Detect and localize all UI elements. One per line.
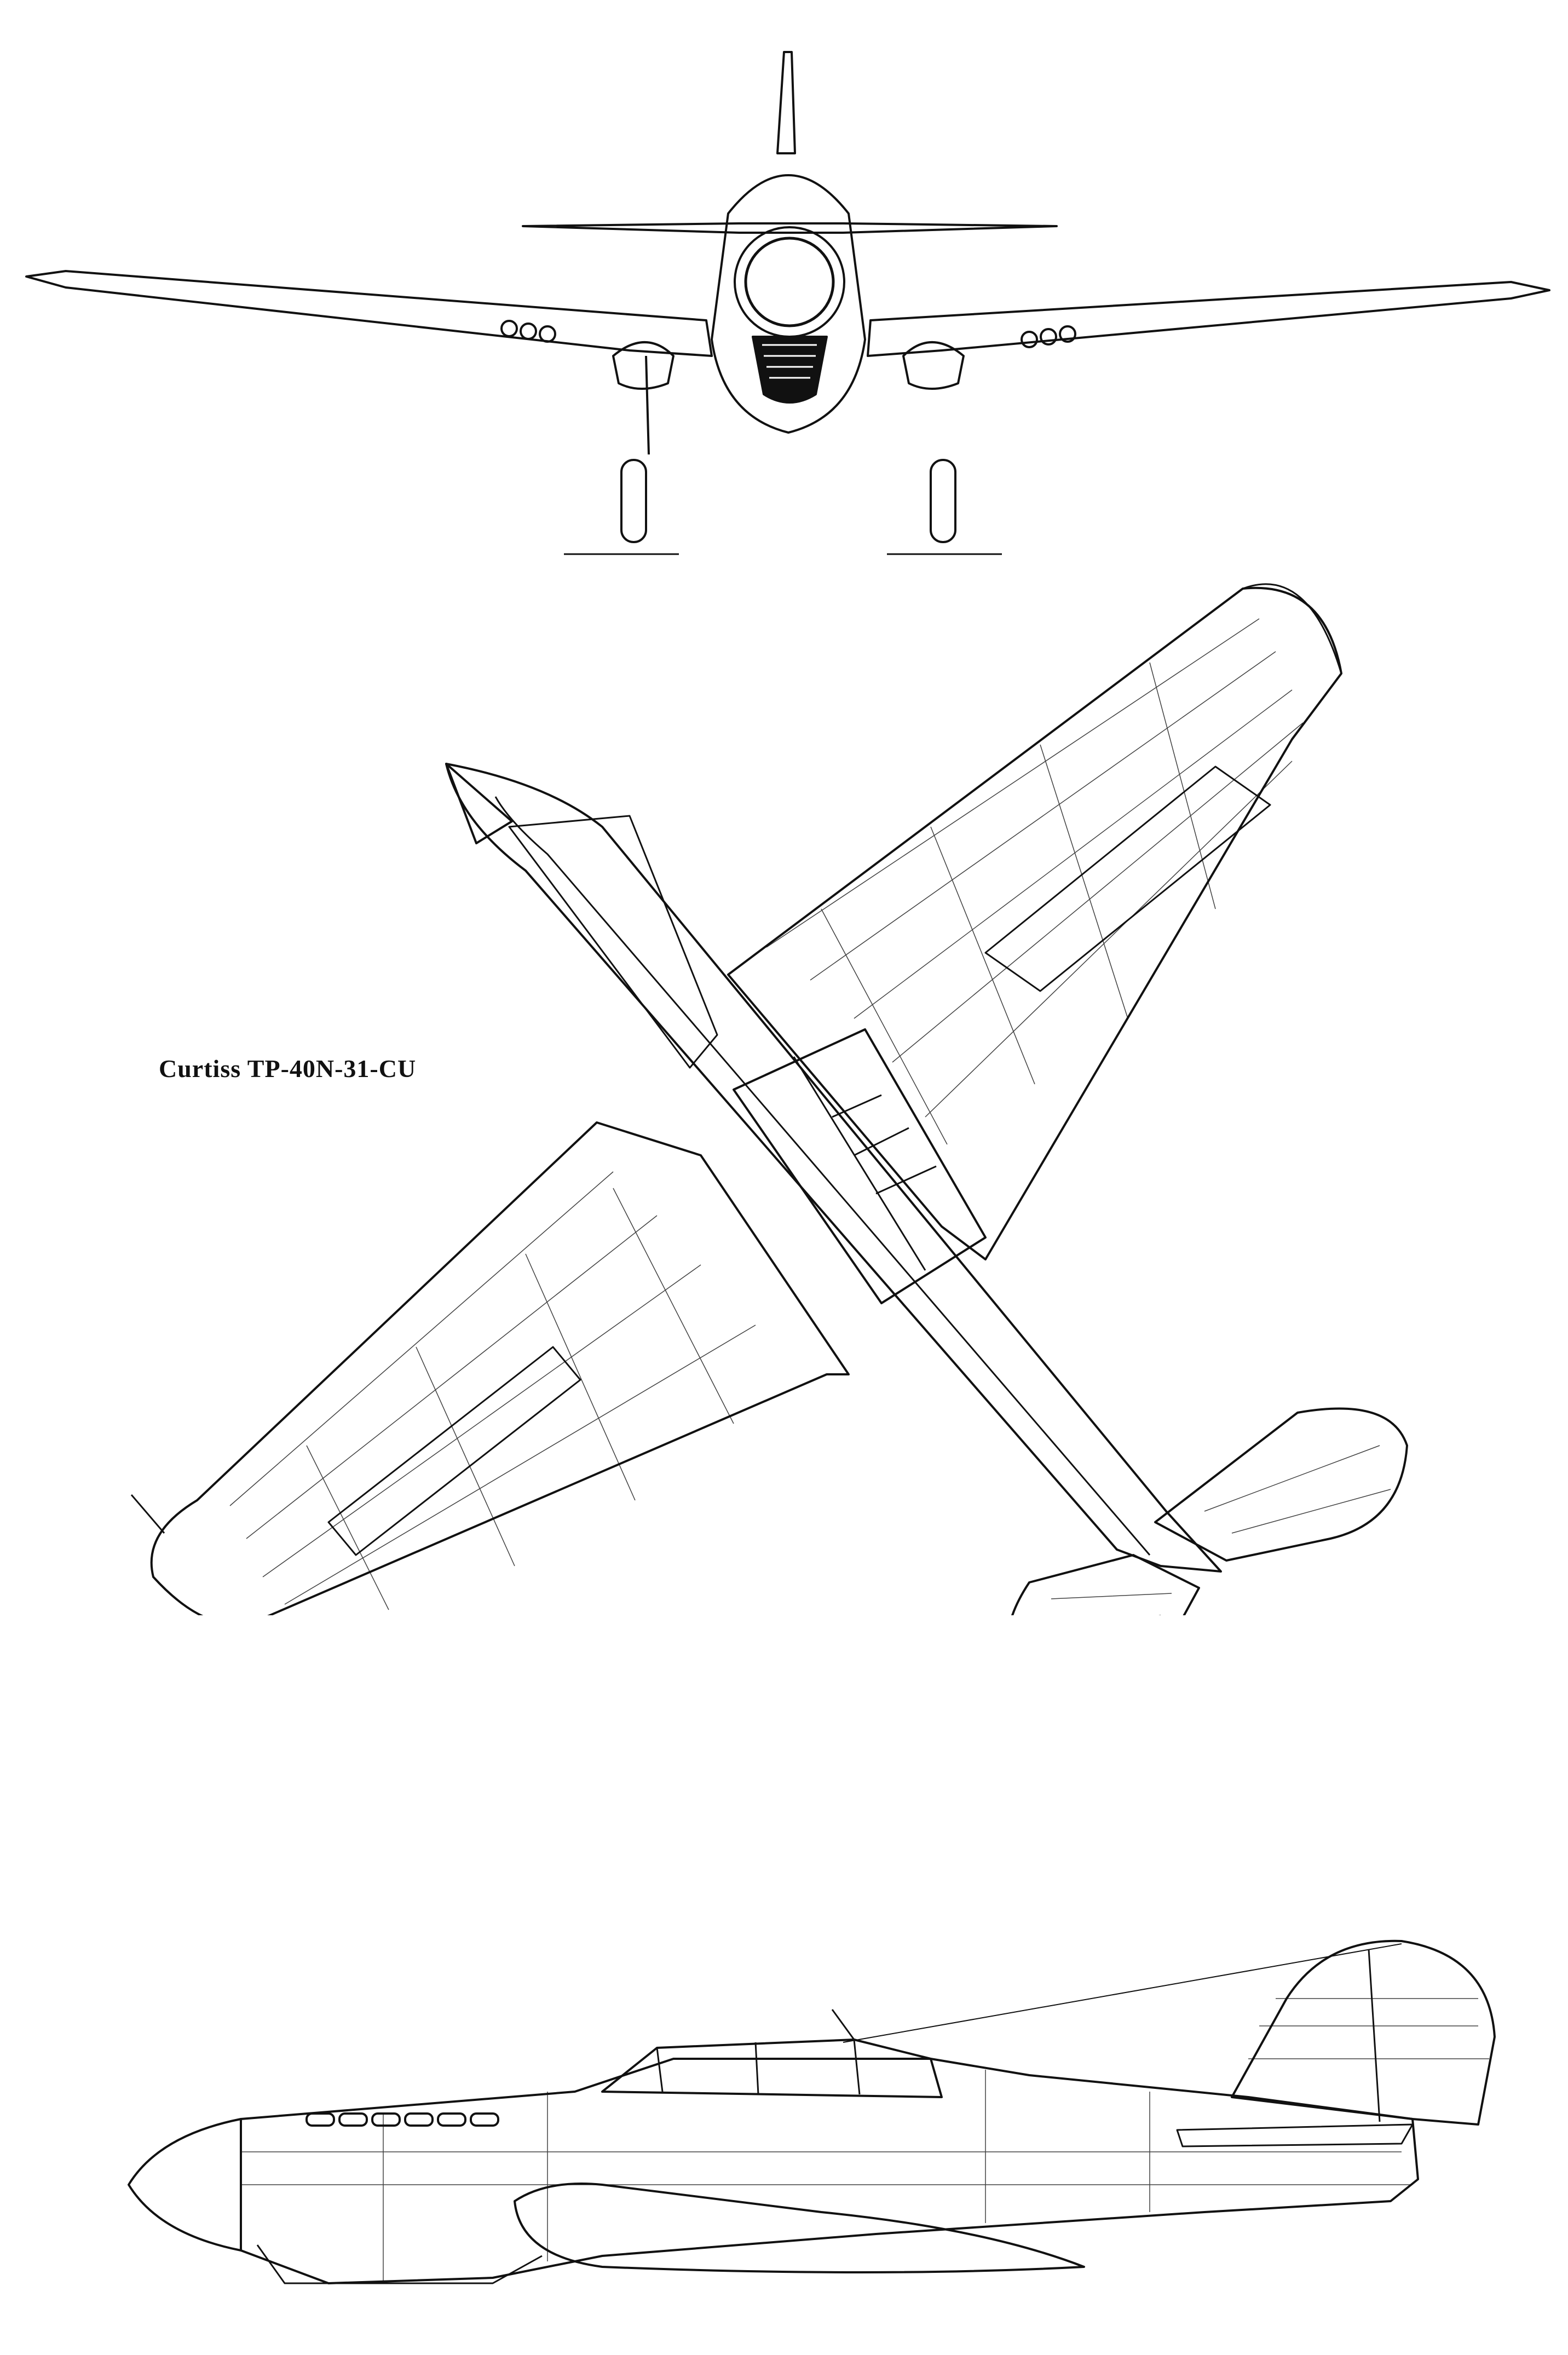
front-left-wheel — [620, 459, 647, 543]
side-spinner — [128, 2118, 242, 2252]
side-stabilizer — [1176, 2123, 1414, 2147]
plan-stabilizer-right — [1154, 1407, 1408, 1562]
front-left-wing — [25, 270, 713, 357]
front-left-gear-leg — [645, 355, 650, 455]
plan-stabilizer-left — [1011, 1554, 1200, 1615]
plan-left-wing — [150, 1121, 850, 1615]
plan-right-wing — [727, 586, 1342, 1260]
plan-spinner — [445, 763, 513, 844]
front-spinner — [744, 237, 835, 327]
front-stabilizer — [522, 222, 1058, 234]
side-canopy — [601, 2039, 943, 2098]
front-view — [25, 51, 1550, 555]
plan-view — [130, 583, 1408, 1615]
side-fuselage — [240, 2058, 1419, 2284]
front-right-wing — [867, 281, 1550, 357]
side-fin — [1231, 1939, 1496, 2126]
side-antenna-wire — [843, 1943, 1402, 2043]
side-exhaust-stacks — [305, 2112, 499, 2127]
front-fin — [776, 51, 796, 154]
plan-cockpit — [733, 1028, 987, 1304]
plan-fuselage — [445, 763, 1222, 1573]
front-fuselage — [711, 174, 866, 434]
side-wing — [514, 2183, 1085, 2273]
side-chin-radiator — [256, 2244, 543, 2284]
aircraft-designation-caption: Curtiss TP-40N-31-CU — [159, 1055, 417, 1083]
front-right-wheel — [930, 459, 956, 543]
front-chin-radiator — [752, 336, 828, 404]
